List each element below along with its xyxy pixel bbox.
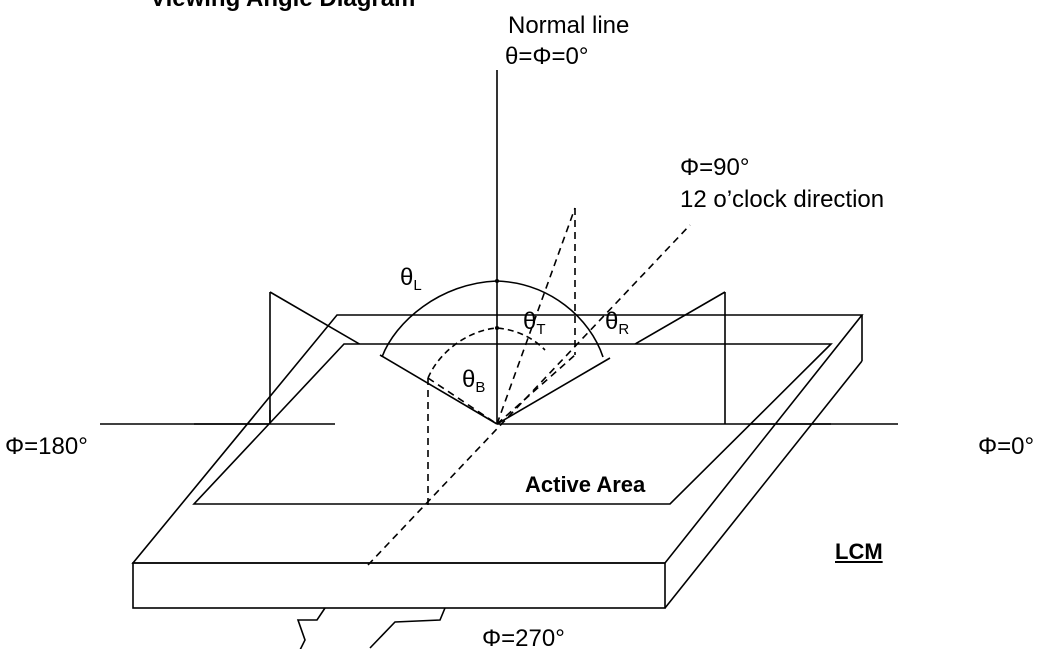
phi-0-label: Φ=0°: [978, 433, 1035, 460]
clock-direction-label: 12 o’clock direction: [680, 186, 885, 213]
lcm-front-face: [132, 562, 666, 609]
theta-left-label: θL: [400, 264, 422, 295]
cropped-heading: Viewing Angle Diagram: [150, 0, 415, 12]
theta-bottom-label: θB: [462, 366, 486, 397]
theta-right-label: θR: [605, 308, 630, 339]
theta-vertical-arc: [427, 327, 546, 379]
lcm-connector-tail: [296, 607, 326, 649]
lcm-frame-right-slant: [664, 360, 863, 609]
theta-top-label: θT: [523, 308, 546, 339]
active-area-label: Active Area: [525, 472, 646, 497]
normal-line-label: Normal line: [508, 12, 630, 39]
phi-90-direction-line: [367, 224, 691, 566]
theta-top-dashed-up: [496, 207, 576, 425]
phi-180-label: Φ=180°: [5, 433, 88, 460]
phi-90-label: Φ=90°: [680, 154, 750, 181]
normal-angles-label: θ=Φ=0°: [505, 43, 589, 70]
lcm-label: LCM: [835, 539, 883, 564]
phi-270-label: Φ=270°: [482, 625, 565, 649]
